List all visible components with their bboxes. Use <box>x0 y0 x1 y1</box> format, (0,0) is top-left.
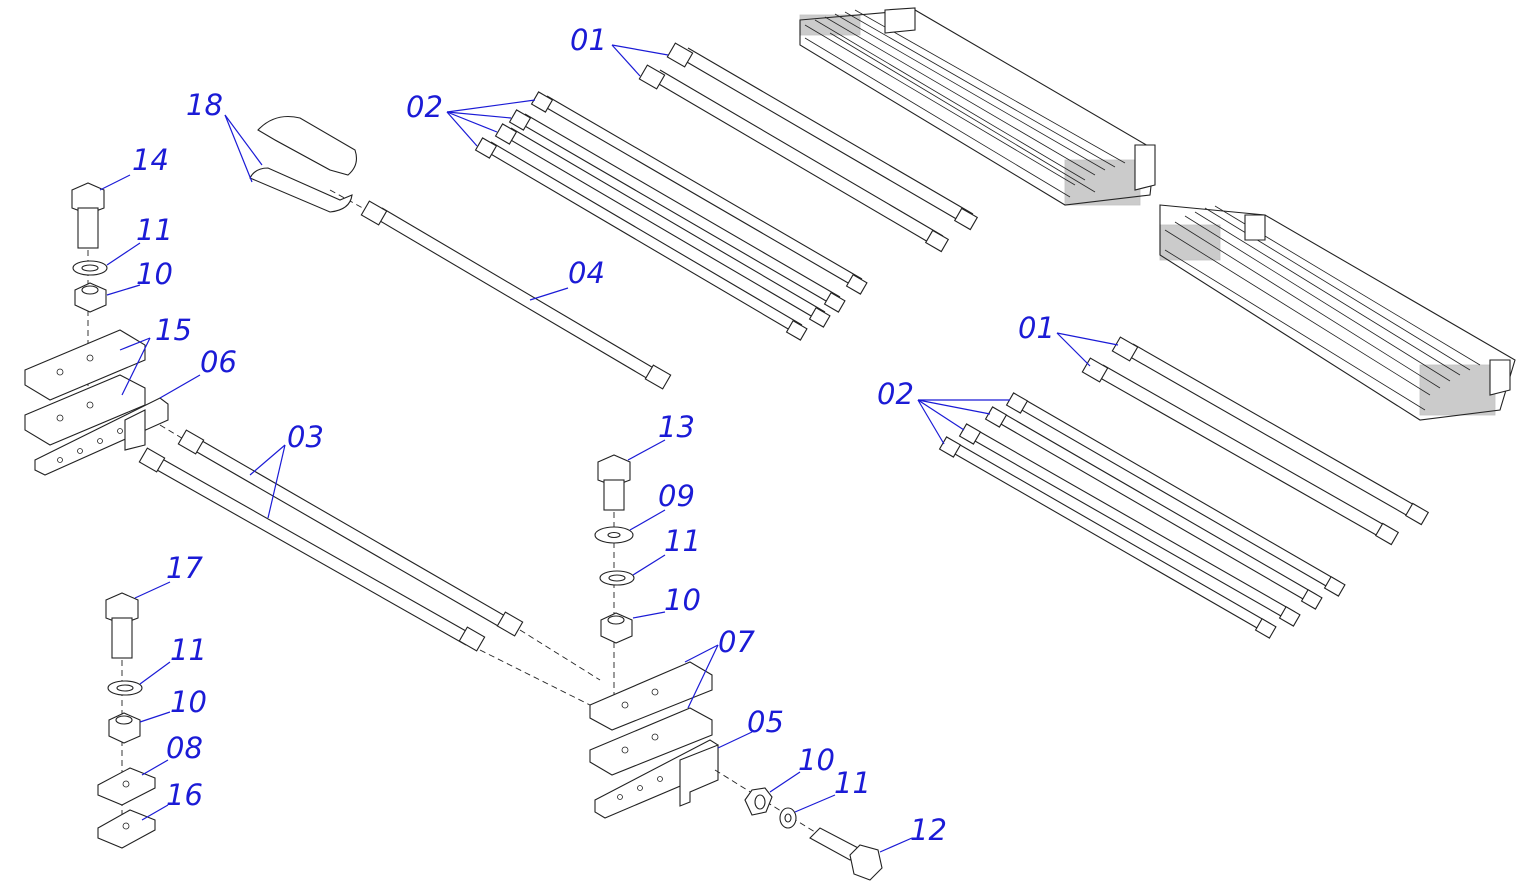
bracket-05 <box>594 739 719 819</box>
label-06: 06 <box>200 345 237 379</box>
label-11-d: 11 <box>834 766 871 800</box>
label-12: 12 <box>910 813 947 847</box>
rods-02-top <box>474 91 868 341</box>
washer-11-d <box>779 807 797 829</box>
washer-11-a <box>72 260 108 276</box>
clamp-16 <box>97 809 156 849</box>
label-03: 03 <box>287 420 324 454</box>
label-10-b: 10 <box>664 583 701 617</box>
label-11-a: 11 <box>136 213 173 247</box>
rod-04 <box>329 189 672 390</box>
cover-18 <box>249 115 357 213</box>
label-10-a: 10 <box>136 257 173 291</box>
washer-09 <box>594 526 634 544</box>
assembled-rod-set-top <box>799 7 1156 206</box>
label-14: 14 <box>132 143 169 177</box>
rods-02-right <box>938 392 1346 639</box>
label-18: 18 <box>186 88 223 122</box>
label-10-d: 10 <box>798 743 835 777</box>
label-04: 04 <box>568 256 605 290</box>
rods-03 <box>138 424 601 711</box>
label-07: 07 <box>718 625 755 659</box>
nut-10-c <box>108 712 141 744</box>
label-17: 17 <box>166 551 203 585</box>
washer-11-b <box>599 570 635 586</box>
callout-labels: 01 02 18 14 11 10 15 06 04 03 13 09 11 1… <box>132 23 1055 847</box>
label-05: 05 <box>747 705 784 739</box>
label-15: 15 <box>155 313 192 347</box>
label-02-top: 02 <box>406 90 443 124</box>
label-09: 09 <box>658 479 695 513</box>
assembled-rod-set-right <box>1159 204 1516 421</box>
leader-lines <box>99 44 1119 853</box>
label-11-b: 11 <box>664 524 701 558</box>
bolt-12 <box>809 827 883 881</box>
label-13: 13 <box>658 410 695 444</box>
label-08: 08 <box>166 731 203 765</box>
label-10-c: 10 <box>170 685 207 719</box>
clamp-07 <box>589 661 713 776</box>
label-02-right: 02 <box>877 377 914 411</box>
bolt-17 <box>105 592 139 820</box>
label-16: 16 <box>166 778 203 812</box>
washer-11-c <box>107 680 143 696</box>
rods-01-top <box>638 42 979 253</box>
nut-10-a <box>74 282 107 313</box>
label-11-c: 11 <box>170 633 207 667</box>
nut-10-d <box>744 787 773 816</box>
label-01-top: 01 <box>570 23 607 57</box>
nut-10-b <box>600 612 633 644</box>
clamp-08 <box>97 767 156 806</box>
label-01-right: 01 <box>1018 311 1055 345</box>
bolt-14 <box>71 182 105 430</box>
